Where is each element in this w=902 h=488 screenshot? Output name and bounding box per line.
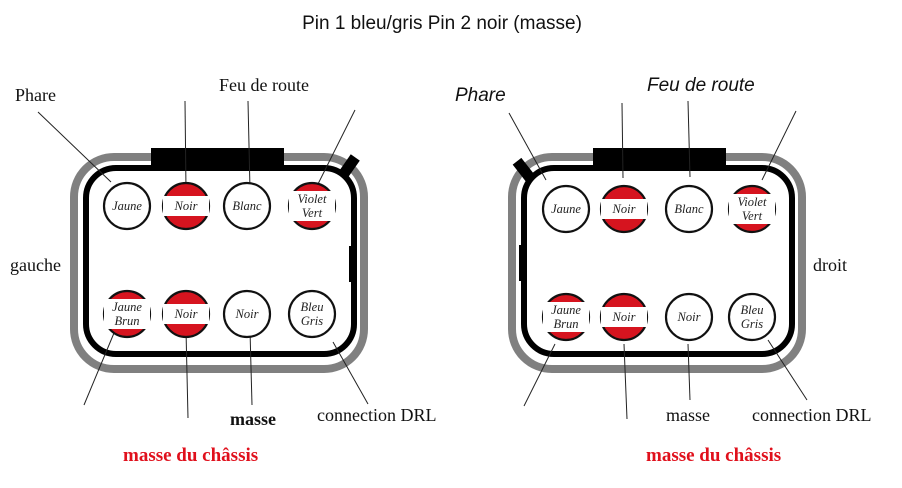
label-drl: connection DRL <box>752 405 871 425</box>
latch-tab <box>151 148 284 166</box>
label-masse-chassis: masse du châssis <box>123 445 258 466</box>
pin-wire-color: Noir <box>612 202 636 216</box>
pin-label-band <box>543 302 589 332</box>
pin-wire-color: Jaune <box>551 303 581 317</box>
pin-wire-color: Noir <box>174 307 198 321</box>
pin-bottom-3: Noir <box>664 292 714 342</box>
pin-top-3: Blanc <box>222 181 272 231</box>
lead-pin3 <box>247 100 251 191</box>
pin-wire-color: Noir <box>174 199 198 213</box>
pin-wire-color: Violet <box>298 192 327 206</box>
label-phare: Phare <box>455 85 506 106</box>
side-key <box>519 245 527 281</box>
pin-wire-color: Blanc <box>232 199 262 213</box>
pin-wire-color: Vert <box>302 206 323 220</box>
label-drl: connection DRL <box>317 405 436 425</box>
pin-wire-color: Blanc <box>674 202 704 216</box>
pin-top-3: Blanc <box>664 184 714 234</box>
label-feu-de-route: Feu de route <box>219 75 309 95</box>
pin-wire-color: Gris <box>741 317 763 331</box>
pin-top-2: Noir <box>161 181 211 231</box>
pin-circle <box>222 181 272 231</box>
label-masse: masse <box>230 409 276 429</box>
pin-wire-color: Gris <box>301 314 323 328</box>
label-masse: masse <box>666 405 710 425</box>
label-side: gauche <box>10 255 61 275</box>
lead-pin5 <box>523 343 556 407</box>
pin-top-1: Jaune <box>102 181 152 231</box>
pin-wire-color: Bleu <box>741 303 764 317</box>
corner-clip <box>338 154 360 179</box>
lead-pin5 <box>83 332 115 406</box>
pin-wire-color: Noir <box>235 307 259 321</box>
pin-label-band <box>289 191 335 221</box>
pin-wire-color: Jaune <box>112 300 142 314</box>
lead-pin4 <box>317 109 356 185</box>
pin-bottom-2: Noir <box>599 292 649 342</box>
pin-circle <box>541 184 591 234</box>
pin-wire-color: Jaune <box>112 199 142 213</box>
label-feu-de-route: Feu de route <box>647 75 755 96</box>
label-masse-chassis: masse du châssis <box>646 445 781 466</box>
lead-phare <box>37 111 112 183</box>
lead-pin8 <box>332 341 369 405</box>
pin-wire-color: Jaune <box>551 202 581 216</box>
pin-circle <box>102 181 152 231</box>
pin-wire-color: Noir <box>612 310 636 324</box>
lead-pin3 <box>687 100 691 178</box>
pin-wire-color: Brun <box>554 317 579 331</box>
pin-bottom-3: Noir <box>222 289 272 339</box>
pin-wire-color: Brun <box>115 314 140 328</box>
corner-clip <box>512 157 535 182</box>
pin-bottom-2: Noir <box>161 289 211 339</box>
label-side: droit <box>813 255 847 275</box>
lead-pin7 <box>687 343 691 401</box>
pin-circle <box>222 289 272 339</box>
side-key <box>349 246 357 282</box>
latch-tab <box>593 148 726 166</box>
pin-label-band <box>601 199 647 219</box>
pin-circle <box>664 184 714 234</box>
lead-pin6 <box>623 343 628 420</box>
lead-pin7 <box>249 329 253 406</box>
pin-top-1: Jaune <box>541 184 591 234</box>
pin-wire-color: Bleu <box>301 300 324 314</box>
lead-pin8 <box>767 339 808 401</box>
lead-pin2 <box>621 102 624 179</box>
pin-label-band <box>729 194 775 224</box>
pin-top-2: Noir <box>599 184 649 234</box>
pin-label-band <box>601 307 647 327</box>
pin-label-band <box>104 299 150 329</box>
pin-label-band <box>163 304 209 324</box>
lead-pin4 <box>761 110 797 181</box>
pin-wire-color: Vert <box>742 209 763 223</box>
label-phare: Phare <box>15 85 56 105</box>
lead-phare <box>508 112 547 181</box>
lead-pin2 <box>184 100 187 191</box>
diagram-title: Pin 1 bleu/gris Pin 2 noir (masse) <box>302 13 582 34</box>
pin-label-band <box>163 196 209 216</box>
pin-wire-color: Violet <box>738 195 767 209</box>
lead-pin6 <box>185 329 189 419</box>
pin-circle <box>287 289 337 339</box>
pin-wire-color: Noir <box>677 310 701 324</box>
pin-circle <box>727 292 777 342</box>
pin-circle <box>664 292 714 342</box>
